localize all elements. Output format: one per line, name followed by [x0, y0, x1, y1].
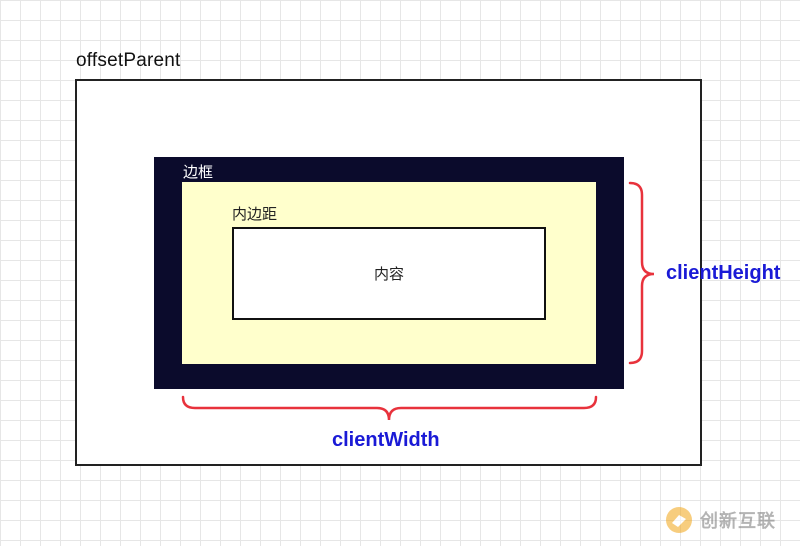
- border-label: 边框: [183, 163, 214, 181]
- client-height-label: clientHeight: [666, 262, 781, 284]
- content-area: 内容: [232, 227, 546, 320]
- watermark-logo-icon: [666, 507, 692, 533]
- watermark: 创新互联: [664, 505, 776, 535]
- padding-label: 内边距: [232, 205, 278, 223]
- client-height-brace: [628, 181, 655, 365]
- offset-parent-label: offsetParent: [76, 50, 181, 71]
- client-width-brace: [181, 395, 598, 421]
- client-width-label: clientWidth: [332, 429, 440, 451]
- content-label: 内容: [373, 265, 404, 283]
- watermark-text: 创新互联: [700, 511, 776, 532]
